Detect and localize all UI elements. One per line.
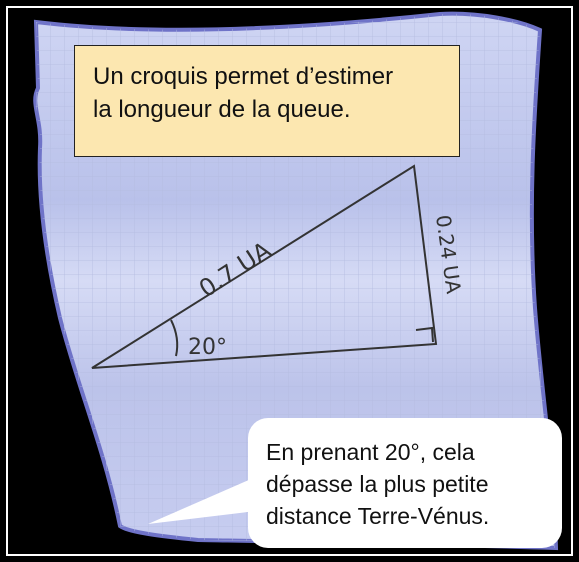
caption-line-2: la longueur de la queue. [93, 96, 351, 123]
bubble-line-1: En prenant 20°, cela [266, 439, 475, 465]
comic-panel: 0.7 UA 0.24 UA 20° Un croquis permet d’e… [6, 6, 573, 556]
speech-bubble-tail [148, 476, 258, 524]
caption-box: Un croquis permet d’estimer la longueur … [74, 45, 460, 157]
triangle-outline [91, 164, 438, 369]
speech-bubble: En prenant 20°, cela dépasse la plus pet… [248, 418, 562, 548]
bubble-line-3: distance Terre-Vénus. [266, 503, 490, 529]
angle-label: 20° [188, 335, 227, 360]
bubble-line-2: dépasse la plus petite [266, 471, 489, 497]
right-angle-mark [415, 326, 434, 343]
angle-arc [170, 319, 179, 357]
caption-line-1: Un croquis permet d’estimer [93, 63, 394, 90]
